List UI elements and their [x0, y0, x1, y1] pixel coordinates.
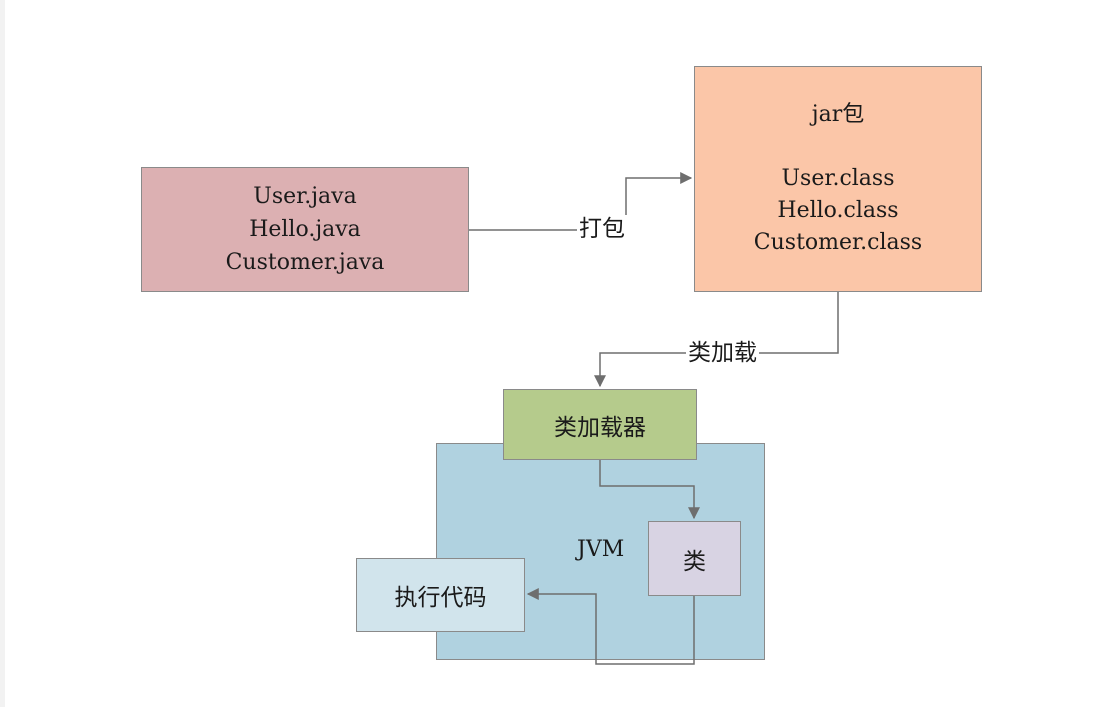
class-file-line: Customer.class [753, 230, 923, 255]
class-loader-label: 类加载器 [554, 414, 646, 441]
source-file-line: Customer.java [225, 250, 385, 275]
source-file-line: Hello.java [249, 217, 361, 242]
load-edge-label: 类加载 [686, 339, 759, 367]
execute-code-box: 执行代码 [356, 558, 525, 632]
class-label: 类 [683, 548, 706, 575]
execute-code-label: 执行代码 [394, 585, 487, 611]
loader-to-class-connector [599, 460, 700, 520]
class-file-line: User.class [781, 166, 895, 191]
source-file-line: User.java [253, 184, 357, 209]
source-files-box: User.java Hello.java Customer.java [141, 167, 469, 292]
class-box: 类 [648, 521, 741, 596]
pack-connector [469, 172, 693, 231]
class-loader-box: 类加载器 [503, 389, 697, 460]
jvm-label: JVM [577, 537, 625, 562]
pack-edge-label: 打包 [577, 215, 627, 243]
class-file-line: Hello.class [777, 198, 899, 223]
jar-package-box: jar包 User.class Hello.class Customer.cla… [694, 66, 982, 292]
class-to-exec-connector [526, 588, 695, 665]
jar-title: jar包 [811, 102, 865, 127]
left-edge-strip [0, 0, 5, 707]
